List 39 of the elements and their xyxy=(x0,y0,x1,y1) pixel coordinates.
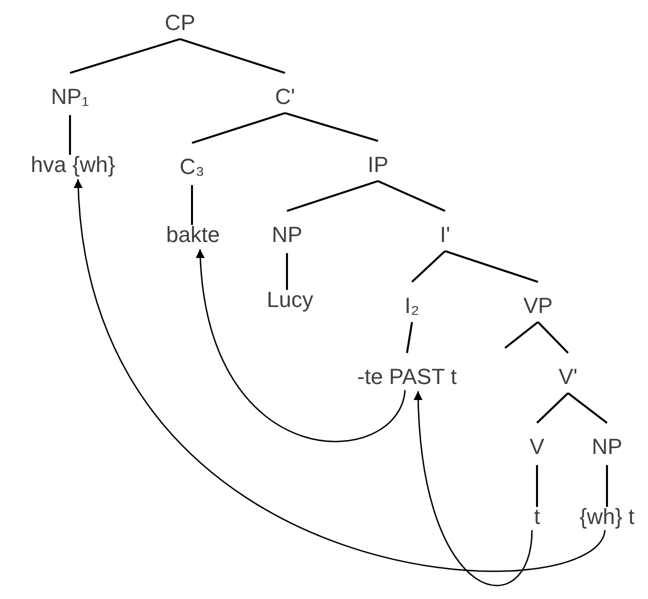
tree-branch-line xyxy=(411,250,446,283)
movement-arrow xyxy=(196,249,406,442)
tree-node-label: C' xyxy=(274,84,296,110)
tree-branch-line xyxy=(567,392,608,424)
tree-node-label: hva {wh} xyxy=(30,152,116,178)
tree-branch-line xyxy=(70,38,180,74)
movement-arrow xyxy=(414,391,533,586)
tree-node-label: CP xyxy=(164,10,196,36)
tree-node-label: VP xyxy=(522,294,554,318)
tree-branch-line xyxy=(192,112,286,144)
tree-node-label: V xyxy=(528,434,546,460)
tree-node-label: NP xyxy=(270,222,304,248)
tree-node-label: C₃ xyxy=(178,154,206,180)
tree-branch-line xyxy=(69,115,71,155)
tree-node-label: V' xyxy=(558,364,578,390)
tree-node-label: bakte xyxy=(165,222,221,248)
tree-node-label: NP xyxy=(590,434,624,460)
tree-branch-line xyxy=(444,250,538,283)
tree-branch-line xyxy=(284,112,378,142)
tree-branch-line xyxy=(537,321,569,354)
movement-arrow xyxy=(74,179,606,572)
tree-branch-line xyxy=(606,465,608,507)
tree-branch-line xyxy=(286,180,378,212)
tree-node-label: I₂ xyxy=(404,294,420,318)
tree-node-label: Lucy xyxy=(266,288,314,312)
tree-branch-line xyxy=(504,321,539,349)
tree-branch-line xyxy=(191,185,193,225)
tree-node-label: {wh} t xyxy=(578,504,636,530)
tree-branch-line xyxy=(378,180,446,212)
tree-node-label: -te PAST t xyxy=(356,364,458,390)
tree-node-label: NP₁ xyxy=(50,84,90,110)
tree-branch-line xyxy=(286,253,288,290)
tree-node-label: t xyxy=(532,504,542,530)
tree-node-label: IP xyxy=(366,152,390,178)
tree-branch-line xyxy=(536,392,569,424)
tree-node-label: I' xyxy=(438,222,452,248)
tree-branch-line xyxy=(536,465,538,507)
tree-branch-line xyxy=(406,322,413,354)
tree-branch-line xyxy=(180,38,286,74)
